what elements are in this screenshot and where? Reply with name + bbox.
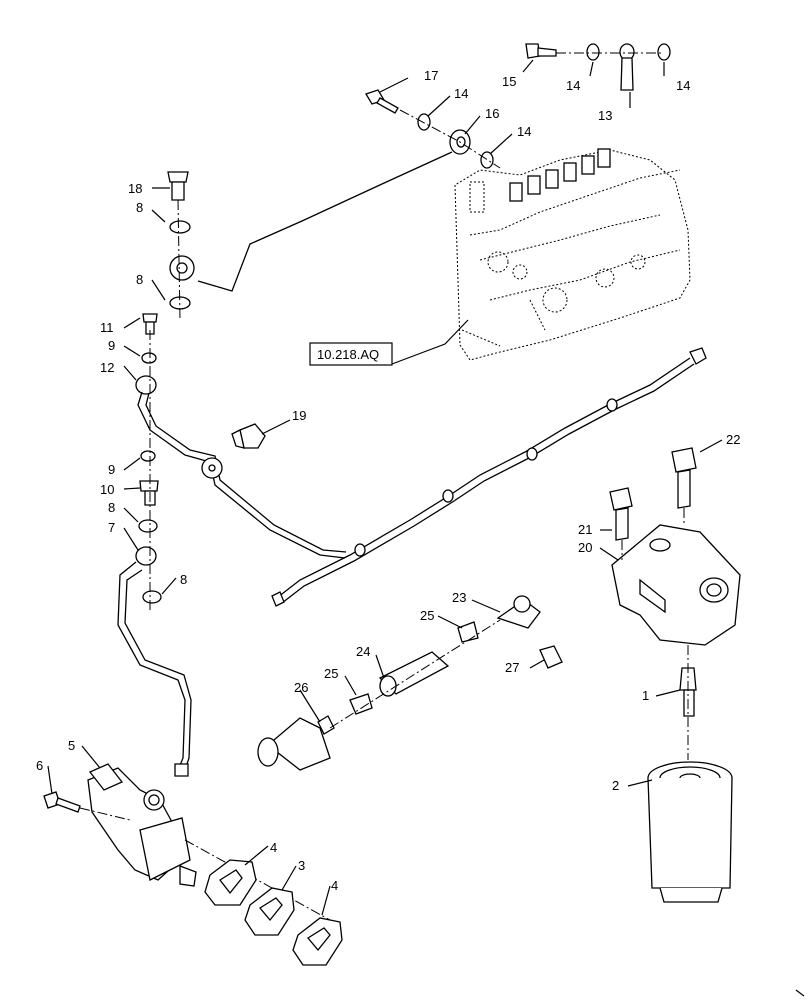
bolt-21 [609, 487, 633, 541]
banjo-bolt-18 [167, 171, 189, 201]
callout-9: 9 [108, 338, 115, 353]
callout-13: 13 [598, 108, 612, 123]
bolt-22 [671, 447, 697, 509]
injection-pump [454, 148, 691, 361]
leak-off-rail [271, 347, 707, 607]
washer-8-c [138, 519, 158, 533]
callout-15: 15 [502, 74, 516, 89]
clamp-25-b [457, 621, 479, 643]
callout-6: 6 [36, 758, 43, 773]
leader-lines [47, 59, 723, 916]
washer-14-upper [417, 113, 431, 131]
gasket-4-a [204, 859, 257, 906]
callout-20: 20 [578, 540, 592, 555]
gasket-3 [244, 887, 295, 936]
callout-22: 22 [726, 432, 740, 447]
callout-9: 9 [108, 462, 115, 477]
washer-14-b [657, 43, 671, 61]
callout-26: 26 [294, 680, 308, 695]
callout-2: 2 [612, 778, 619, 793]
lift-pump-5 [87, 763, 197, 887]
washer-8-a [169, 220, 191, 234]
callout-10: 10 [100, 482, 114, 497]
callout-1: 1 [642, 688, 649, 703]
reference-link-10-218-aq[interactable]: 10.218.AQ [309, 342, 393, 366]
washer-14-lower [480, 151, 494, 169]
callout-7: 7 [108, 520, 115, 535]
gasket-4-b [292, 917, 343, 966]
washer-8-d [142, 590, 162, 604]
supply-pipe [117, 561, 192, 777]
callout-21: 21 [578, 522, 592, 537]
callout-8: 8 [136, 200, 143, 215]
callout-3: 3 [298, 858, 305, 873]
callout-12: 12 [100, 360, 114, 375]
fuel-filter-2 [647, 761, 733, 903]
hose-24 [378, 651, 450, 697]
corner-mark [795, 989, 805, 997]
bolt-17 [365, 89, 399, 114]
fitting-27 [539, 645, 563, 669]
callout-11: 11 [100, 320, 114, 335]
reference-label: 10.218.AQ [317, 347, 379, 362]
callout-23: 23 [452, 590, 466, 605]
washer-9-b [140, 450, 156, 462]
banjo-bolt-19 [231, 423, 266, 449]
callout-5: 5 [68, 738, 75, 753]
callout-14: 14 [566, 78, 580, 93]
callout-8: 8 [136, 272, 143, 287]
banjo-bolt-15 [525, 43, 557, 59]
callout-27: 27 [505, 660, 519, 675]
callout-8: 8 [108, 500, 115, 515]
callout-18: 18 [128, 181, 142, 196]
callout-24: 24 [356, 644, 370, 659]
banjo-bolt-10 [139, 480, 159, 506]
elbow-23 [496, 595, 541, 629]
fitting-7 [135, 546, 157, 566]
callout-4: 4 [331, 878, 338, 893]
callout-17: 17 [424, 68, 438, 83]
washer-9-a [141, 352, 157, 364]
filter-head-20 [611, 524, 741, 646]
callout-25: 25 [420, 608, 434, 623]
callouts: 17 14 16 14 15 14 14 13 18 8 8 11 9 12 1… [36, 68, 740, 893]
fitting-12 [135, 375, 157, 395]
upper-fuel-pipe [169, 129, 471, 292]
bolt-6 [43, 791, 81, 813]
callout-14: 14 [676, 78, 690, 93]
washer-14-a [586, 43, 600, 61]
return-pipe-12 [137, 391, 347, 559]
callout-14: 14 [517, 124, 531, 139]
clamp-25-a [349, 693, 373, 715]
banjo-fitting-13 [619, 43, 635, 91]
callout-25: 25 [324, 666, 338, 681]
banjo-bolt-11 [142, 313, 158, 335]
callout-19: 19 [292, 408, 306, 423]
nipple-1 [679, 667, 697, 717]
callout-8: 8 [180, 572, 187, 587]
callout-4: 4 [270, 840, 277, 855]
callout-14: 14 [454, 86, 468, 101]
callout-16: 16 [485, 106, 499, 121]
filter-element-26 [257, 715, 335, 771]
